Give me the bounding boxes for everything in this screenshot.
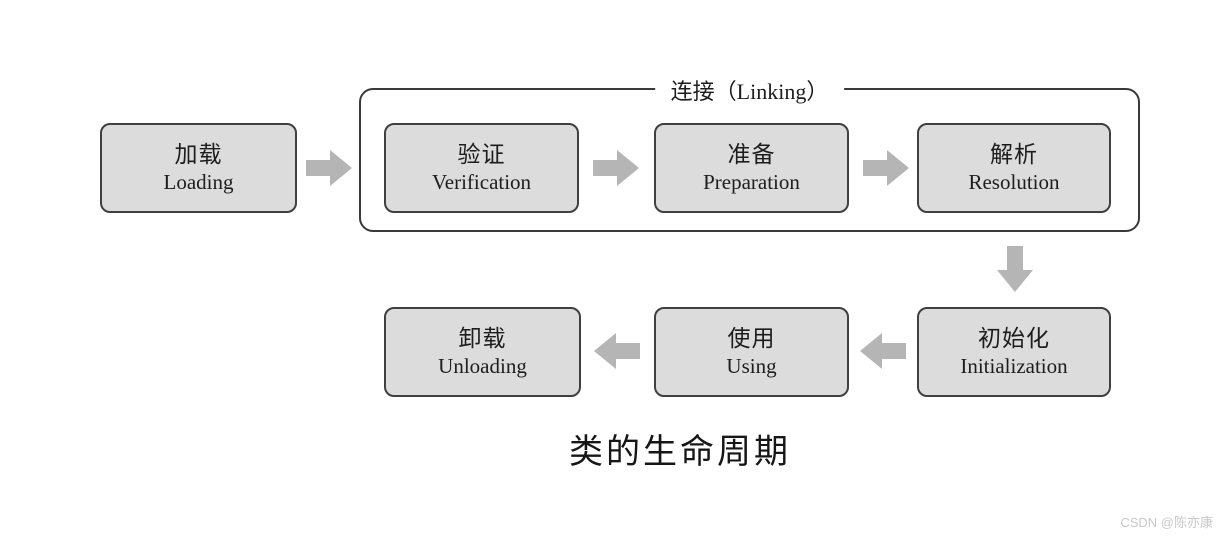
diagram-caption: 类的生命周期 [569,434,791,471]
right-arrow-icon [306,147,352,189]
watermark-text: CSDN @陈亦康 [1120,515,1213,530]
stage-label-zh: 加载 [174,141,223,167]
stage-label-zh: 卸载 [458,325,507,351]
stage-box-verification: 验证 Verification [384,123,579,213]
linking-group-label: 连接（Linking） [654,74,845,106]
stage-label-zh: 准备 [727,141,776,167]
right-arrow-icon [863,147,909,189]
stage-label-zh: 验证 [457,141,506,167]
stage-label-en: Verification [431,170,532,195]
right-arrow-icon [593,147,639,189]
stage-label-en: Using [726,354,777,379]
stage-label-en: Resolution [968,170,1060,195]
stage-label-zh: 解析 [990,141,1038,167]
stage-label-en: Loading [163,170,234,195]
linking-group-box: 连接（Linking） [359,74,1140,232]
down-arrow-icon [994,246,1036,292]
stage-label-zh: 初始化 [978,325,1050,351]
stage-label-en: Initialization [960,354,1068,379]
stage-label-zh: 使用 [727,325,776,351]
stage-box-using: 使用 Using [654,307,849,397]
stage-box-loading: 加载 Loading [100,123,297,213]
stage-box-unloading: 卸载 Unloading [384,307,581,397]
left-arrow-icon [594,330,640,372]
stage-box-initialization: 初始化 Initialization [917,307,1111,397]
stage-label-en: Unloading [438,354,527,379]
left-arrow-icon [860,330,906,372]
stage-box-resolution: 解析 Resolution [917,123,1111,213]
stage-label-en: Preparation [703,170,800,195]
stage-box-preparation: 准备 Preparation [654,123,849,213]
